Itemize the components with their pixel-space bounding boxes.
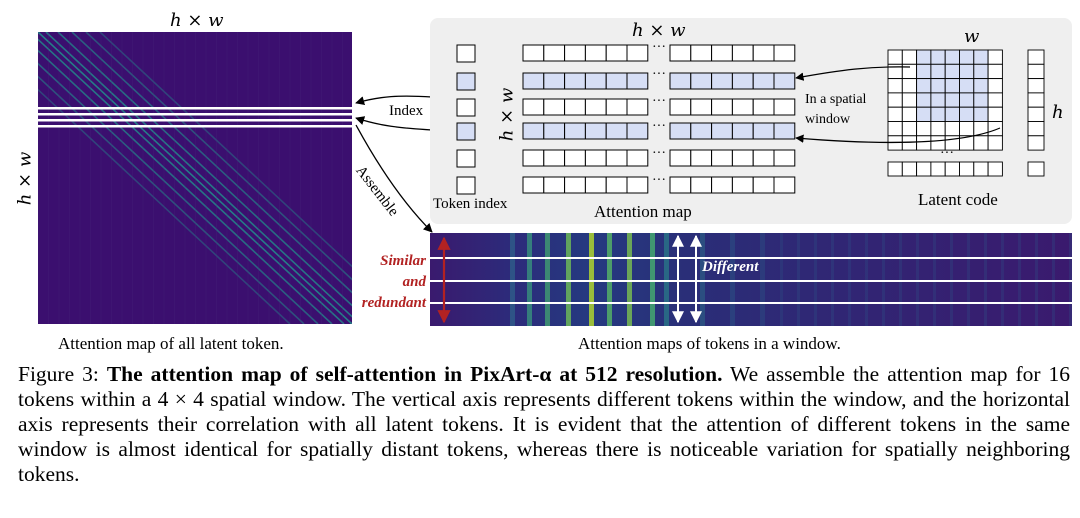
dots-1: ··· — [652, 40, 666, 55]
attention-map-label: Attention map — [594, 202, 692, 221]
index-arrow-2 — [355, 116, 433, 131]
attention-map-top-label: h × w — [632, 20, 686, 41]
dots-5: ··· — [652, 146, 666, 161]
caption-prefix: Figure 3: — [18, 362, 107, 386]
latent-code-label: Latent code — [918, 190, 998, 209]
strip-caption: Attention maps of tokens in a window. — [578, 334, 841, 353]
window-label-line2: window — [805, 112, 851, 127]
full-attention-heatmap — [38, 32, 352, 324]
heatmap-top-label: h × w — [170, 10, 224, 31]
dots-4: ··· — [652, 119, 666, 134]
index-arrow-1 — [355, 95, 433, 106]
latent-code-grid — [887, 49, 1045, 177]
assemble-arrow — [355, 124, 433, 233]
similar-label-3: redundant — [361, 295, 426, 311]
figure-caption: Figure 3: The attention map of self-atte… — [18, 362, 1070, 487]
different-label: Different — [702, 259, 759, 275]
dots-3: ··· — [652, 94, 666, 109]
figure-graphic — [38, 18, 1072, 326]
similar-label-1: Similar — [380, 253, 426, 269]
dots-6: ··· — [652, 173, 666, 188]
similar-label-2: and — [402, 274, 426, 290]
attention-map-grid — [522, 44, 796, 194]
window-label-line1: In a spatial — [805, 92, 867, 107]
heatmap-side-label: h × w — [14, 151, 36, 206]
token-index-label: Token index — [433, 196, 508, 212]
latent-h-label: h — [1052, 102, 1064, 123]
dots-latent: ··· — [940, 146, 954, 161]
attention-map-side-label: h × w — [496, 87, 518, 142]
window-attention-strip — [430, 233, 1072, 326]
token-index-column — [456, 44, 476, 195]
window-arrow-1 — [795, 66, 911, 81]
latent-w-label: w — [964, 26, 980, 47]
heatmap-caption: Attention map of all latent token. — [58, 334, 284, 353]
dots-2: ··· — [652, 67, 666, 82]
index-label: Index — [389, 103, 424, 119]
caption-bold: The attention map of self-attention in P… — [106, 362, 723, 386]
caption-rest: We assemble the attention map for 16 tok… — [18, 362, 1071, 486]
window-arrow-2 — [795, 127, 1001, 143]
